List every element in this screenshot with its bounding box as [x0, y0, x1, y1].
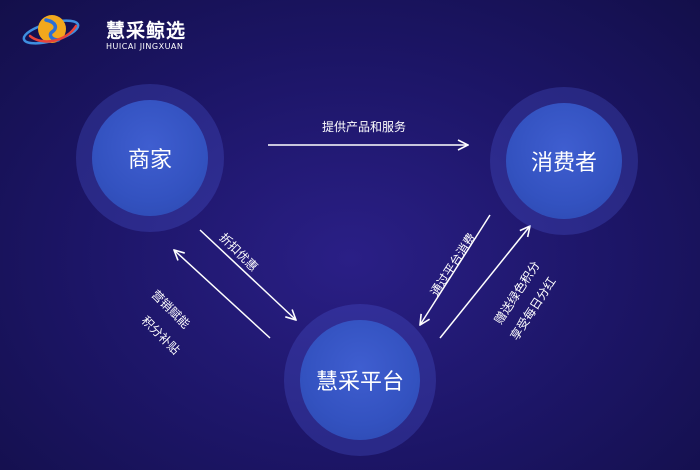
node-merchant-label: 商家	[92, 100, 208, 216]
arrow-platform-to-consumer	[439, 226, 530, 339]
node-platform-label: 慧采平台	[300, 320, 420, 440]
node-platform: 慧采平台	[284, 304, 436, 456]
brand-name-en: HUICAI JINGXUAN	[106, 42, 184, 51]
arrow-consumer-to-platform	[420, 214, 491, 325]
edge-label-merchant-to-consumer: 提供产品和服务	[322, 120, 407, 134]
brand-name: 慧采鲸选	[106, 20, 187, 42]
arrow-platform-to-merchant	[174, 250, 271, 339]
logo-mark-icon	[22, 15, 80, 45]
arrow-merchant-to-platform	[199, 229, 296, 320]
node-merchant: 商家	[76, 84, 224, 232]
logo: 慧采鲸选 HUICAI JINGXUAN	[22, 8, 222, 52]
node-consumer: 消费者	[490, 87, 638, 235]
node-consumer-label: 消费者	[506, 103, 622, 219]
